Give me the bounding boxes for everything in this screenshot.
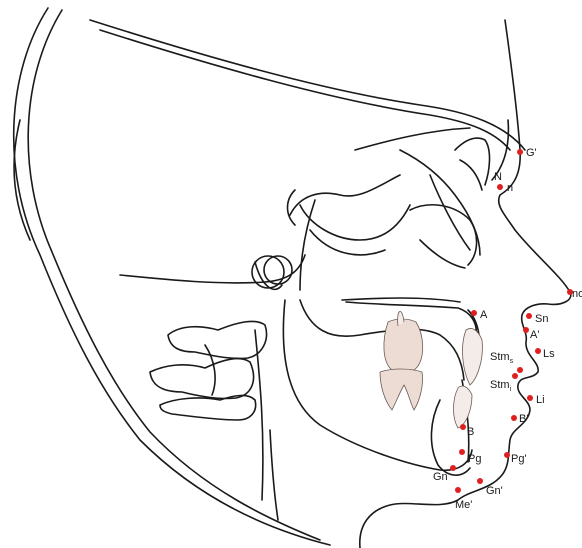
landmark-N: N bbox=[494, 171, 502, 183]
orbit bbox=[410, 138, 490, 268]
landmark-label: A bbox=[480, 309, 488, 321]
upper-incisor bbox=[463, 328, 483, 385]
landmark-label: B bbox=[467, 426, 474, 438]
mandible bbox=[255, 300, 472, 520]
landmark-label: Me' bbox=[455, 499, 472, 511]
svg-text:Stmi: Stmi bbox=[490, 379, 512, 393]
landmark-label: Pg' bbox=[511, 453, 527, 465]
landmark-Pg: Pg bbox=[459, 449, 481, 465]
landmark-label: Sn bbox=[535, 313, 548, 325]
landmark-Gn-prime: Gn' bbox=[477, 478, 503, 497]
landmark-Sn: Sn bbox=[526, 313, 548, 325]
landmark-label: N bbox=[494, 171, 502, 183]
landmark-Gn: Gn bbox=[433, 465, 456, 483]
landmark-label: Ls bbox=[543, 348, 555, 360]
landmark-label: Gn' bbox=[486, 485, 503, 497]
landmark-Li: Li bbox=[527, 394, 545, 406]
landmark-label: G' bbox=[526, 147, 537, 159]
lower-incisor bbox=[454, 386, 473, 428]
landmark-Ls: Ls bbox=[535, 348, 555, 360]
landmark-label: n bbox=[507, 182, 513, 194]
landmark-label: Pg bbox=[468, 453, 481, 465]
landmark-label: Stm bbox=[490, 351, 510, 363]
cervical-vertebrae bbox=[150, 321, 266, 420]
landmark-label: Stm bbox=[490, 379, 510, 391]
landmark-sub: i bbox=[510, 386, 512, 393]
landmark-sub: s bbox=[510, 358, 514, 365]
molar-tooth bbox=[380, 311, 423, 410]
landmark-label: A' bbox=[530, 329, 539, 341]
landmark-label: B' bbox=[519, 413, 528, 425]
landmark-B: B bbox=[460, 424, 474, 438]
skull-outline bbox=[14, 8, 525, 545]
landmark-Stm-s: Stms bbox=[490, 351, 523, 373]
landmark-Stm-i: Stmi bbox=[490, 373, 518, 393]
landmark-label: Gn bbox=[433, 471, 448, 483]
soft-tissue-profile bbox=[360, 20, 571, 548]
ear-rods bbox=[252, 256, 292, 289]
svg-text:Stms: Stms bbox=[490, 351, 514, 365]
landmark-Me-prime: Me' bbox=[455, 487, 472, 511]
landmark-B-prime: B' bbox=[511, 413, 528, 425]
landmark-label: Li bbox=[536, 394, 545, 406]
landmark-label: no bbox=[572, 288, 582, 300]
cranial-base bbox=[120, 128, 480, 290]
